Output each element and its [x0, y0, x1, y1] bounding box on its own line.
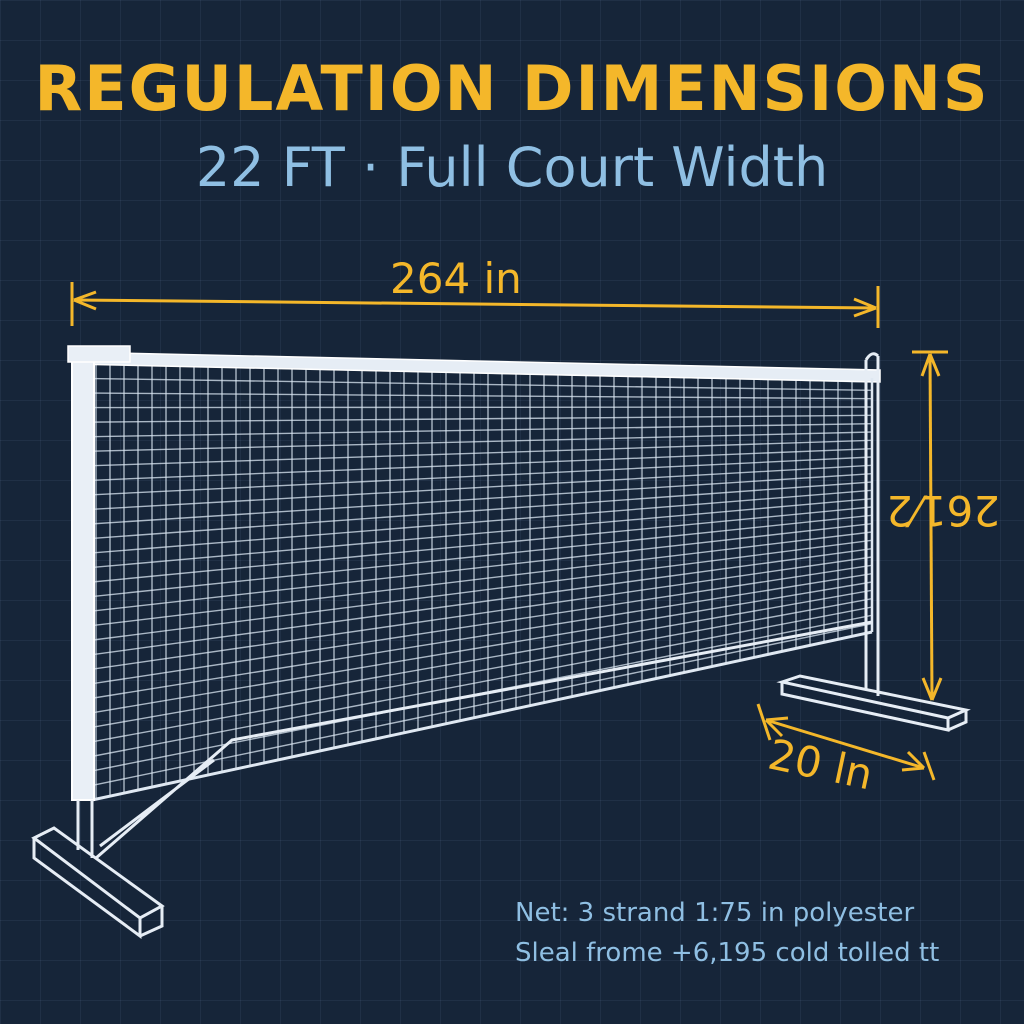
right-base-foot: [776, 674, 971, 732]
net-headband: [71, 351, 881, 383]
spec-net-material: Net: 3 strand 1:75 in polyester: [515, 898, 915, 928]
page-subtitle: 22 FT · Full Court Width: [195, 136, 829, 199]
height-dimension-label: 261⁄2: [886, 486, 1000, 535]
net-bottom-edge: [91, 630, 873, 802]
width-dimension-arrow: [70, 282, 880, 328]
left-base-foot: [31, 826, 165, 939]
left-post: [71, 349, 95, 801]
page-title: REGULATION DIMENSIONS: [34, 52, 990, 125]
left-post-cap: [67, 345, 131, 363]
left-post-leg: [76, 800, 94, 858]
height-dimension-arrow: [912, 350, 948, 701]
depth-dimension-arrow: [756, 703, 936, 781]
width-dimension-label: 264 in: [390, 254, 522, 303]
spec-frame-material: Sleal frome +6,195 cold tolled tt: [515, 938, 940, 968]
left-diagonal-brace: [95, 620, 873, 860]
right-post: [864, 352, 880, 696]
net-mesh: [92, 360, 872, 800]
